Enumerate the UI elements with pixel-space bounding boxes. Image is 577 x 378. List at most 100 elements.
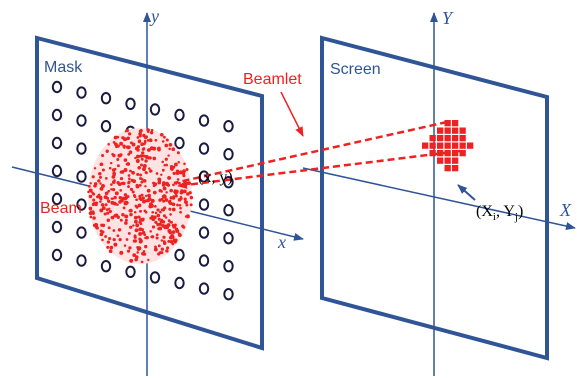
- beam-particle: [140, 193, 144, 197]
- beam-particle: [101, 168, 105, 172]
- beam-particle: [172, 171, 176, 176]
- beam-particle: [175, 229, 180, 233]
- beam-particle: [93, 184, 97, 188]
- beam-particle: [160, 239, 164, 242]
- beam-particle: [119, 189, 123, 192]
- screen-pixel: [452, 135, 459, 142]
- screen-pixel: [452, 127, 459, 134]
- beam-particle: [163, 163, 166, 167]
- beam-particle: [95, 195, 99, 199]
- pixel-leader-arrow: [457, 184, 476, 201]
- beam-particle: [98, 175, 103, 179]
- beam-particle: [134, 146, 139, 151]
- beam-particle: [154, 245, 157, 249]
- beam-particle: [94, 225, 99, 229]
- screen-pixel: [452, 150, 459, 157]
- aperture-hole: [198, 226, 210, 239]
- beam-particle: [124, 214, 129, 219]
- screen-pixel: [452, 142, 459, 149]
- beam-particle: [120, 181, 125, 185]
- beam-particle: [158, 189, 162, 193]
- beam-particle: [156, 208, 160, 212]
- aperture-hole: [76, 142, 87, 155]
- beam-particle: [153, 247, 158, 252]
- beam-particle: [138, 220, 142, 224]
- beam-particle: [113, 195, 117, 200]
- beam-particle: [147, 258, 150, 262]
- screen-pixel: [444, 165, 451, 172]
- beam-particle: [131, 170, 135, 175]
- beam-particle: [163, 135, 166, 139]
- beam-particle: [165, 249, 169, 253]
- beam-particle: [155, 172, 159, 175]
- screen-pixel: [444, 127, 451, 134]
- beam-particle: [142, 167, 146, 172]
- beam-particle: [129, 187, 134, 192]
- beam-particle: [164, 198, 169, 202]
- screen-pixel: [452, 157, 459, 164]
- beam-particle: [116, 203, 119, 206]
- beam-particle: [133, 239, 138, 243]
- beam-particle: [144, 244, 148, 249]
- beam-particle: [151, 217, 156, 222]
- beam-particle: [140, 142, 144, 147]
- beam-particle: [128, 209, 132, 213]
- beam-particle: [134, 156, 137, 160]
- beam-particle: [116, 135, 120, 139]
- beam-particle: [92, 216, 96, 220]
- beam-particle: [164, 216, 168, 219]
- beam-particle: [162, 199, 166, 203]
- beam-particle: [171, 230, 176, 234]
- beam-particle: [133, 215, 138, 220]
- beam-particle: [113, 167, 117, 171]
- beam-particle: [121, 212, 125, 217]
- beam-particle: [131, 190, 135, 194]
- beam-particle: [131, 142, 136, 147]
- beam-particle: [126, 249, 131, 253]
- beam-particle: [182, 174, 186, 178]
- beam-particle: [101, 238, 104, 242]
- beam-particle: [154, 211, 158, 215]
- beam-particle: [165, 225, 170, 230]
- beam-particle: [175, 189, 179, 194]
- beam-particle: [110, 197, 114, 200]
- aperture-hole: [51, 248, 63, 262]
- beam-particle: [116, 164, 120, 168]
- beam-particle: [146, 198, 150, 203]
- beam-particle: [179, 210, 182, 214]
- beam-particle: [119, 218, 123, 222]
- beam-particle: [182, 226, 186, 229]
- beam-particle: [133, 235, 137, 239]
- beam-particle: [126, 136, 130, 141]
- beam-particle: [184, 215, 188, 218]
- aperture-hole: [174, 136, 185, 150]
- beam-particle: [167, 239, 171, 243]
- beam-particle: [172, 195, 176, 199]
- beam-particle: [152, 190, 157, 195]
- beam-particle: [144, 155, 149, 159]
- beam-particle: [103, 212, 107, 216]
- beam-particle: [147, 148, 151, 152]
- beam-particle: [140, 180, 144, 184]
- beam-particle: [100, 223, 104, 227]
- beam-particle: [136, 251, 139, 254]
- beam-particle: [165, 181, 169, 186]
- beam-particle: [167, 154, 170, 157]
- beam-particle: [92, 202, 96, 206]
- beam-particle: [146, 128, 150, 132]
- beam-particle: [137, 166, 141, 170]
- beam-particle: [97, 179, 101, 183]
- beam-particle: [165, 163, 168, 167]
- beam-particle: [106, 240, 110, 244]
- beam-particle: [161, 208, 166, 212]
- aperture-hole: [76, 86, 87, 99]
- beam-particle: [183, 197, 187, 201]
- beam-particle: [181, 171, 186, 175]
- aperture-hole: [51, 220, 63, 234]
- screen-x-axis: [302, 167, 576, 230]
- beam-particle: [179, 206, 182, 210]
- beam-particle: [125, 128, 130, 133]
- beam-particle: [119, 250, 124, 255]
- beam-particle: [135, 159, 140, 163]
- beam-particle: [189, 203, 193, 207]
